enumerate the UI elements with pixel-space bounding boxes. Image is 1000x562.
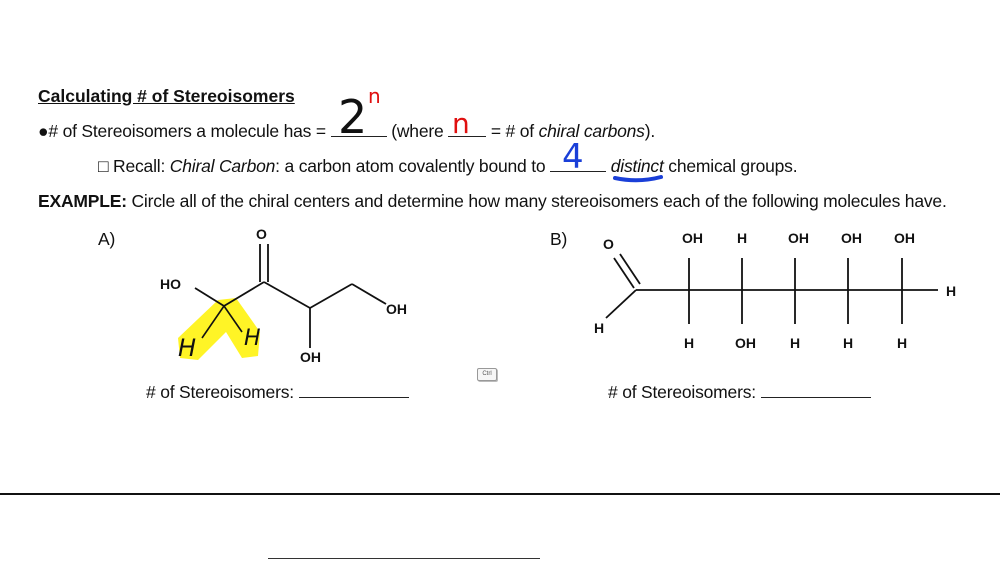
count-blank: [760, 383, 871, 398]
handwritten-n: n: [452, 107, 470, 140]
of-text: = # of: [486, 121, 539, 141]
handwritten-two: 2: [338, 90, 368, 144]
count-label: # of Stereoisomers:: [608, 382, 761, 402]
handwritten-h-left: H: [178, 334, 197, 362]
example-line: EXAMPLE: Circle all of the chiral center…: [38, 191, 947, 212]
count-blank: [298, 383, 409, 398]
recall-text: Recall:: [108, 156, 170, 176]
atom-o-top: O: [256, 226, 267, 242]
checkbox-glyph: □: [98, 156, 109, 176]
section-divider: [0, 493, 1000, 495]
stereoisomer-formula-line: ●# of Stereoisomers a molecule has = (wh…: [38, 121, 655, 142]
formula-text: # of Stereoisomers a molecule has =: [48, 121, 331, 141]
handwritten-four: 4: [562, 137, 584, 177]
groups-blank: [550, 157, 607, 172]
groups-text: chemical groups.: [663, 156, 798, 176]
top-substituent: OH: [682, 230, 703, 246]
bullet: ●: [38, 121, 49, 141]
highlight-mark: [178, 298, 260, 360]
molecule-b-count: # of Stereoisomers:: [608, 382, 871, 403]
molecule-a-structure: [178, 244, 387, 360]
where-text: (where: [386, 121, 449, 141]
definition-text: : a carbon atom covalently bound to: [275, 156, 551, 176]
top-substituent: OH: [841, 230, 862, 246]
bottom-line: [268, 558, 540, 559]
distinct-text: distinct: [610, 156, 664, 176]
atom-ho: HO: [160, 276, 181, 292]
atom-o-aldehyde: O: [603, 236, 614, 252]
page-title: Calculating # of Stereoisomers: [38, 86, 295, 106]
chiral-carbon-text: Chiral Carbon: [169, 156, 276, 176]
example-text: Circle all of the chiral centers and det…: [126, 191, 947, 211]
bottom-substituent: H: [790, 335, 801, 351]
bottom-substituent: H: [684, 335, 695, 351]
distinct-underline-mark: [613, 175, 663, 183]
bottom-substituent: OH: [735, 335, 756, 351]
example-label: EXAMPLE:: [38, 191, 127, 211]
recall-line: □ Recall: Chiral Carbon: a carbon atom c…: [98, 156, 798, 177]
molecule-a-count: # of Stereoisomers:: [146, 382, 409, 403]
top-substituent: OH: [788, 230, 809, 246]
top-substituent: H: [737, 230, 748, 246]
ctrl-paste-tag[interactable]: Ctrl: [477, 368, 497, 381]
handwritten-h-right: H: [244, 326, 261, 351]
bottom-substituent: H: [843, 335, 854, 351]
handwritten-exponent-n: n: [368, 84, 381, 108]
closing-text: ).: [644, 121, 656, 141]
molecule-a-label: A): [98, 229, 116, 249]
atom-h-aldehyde: H: [594, 320, 605, 336]
bottom-substituent: H: [897, 335, 908, 351]
atom-h-terminal: H: [946, 283, 957, 299]
chiral-carbons-text: chiral carbons: [538, 121, 645, 141]
molecule-b-structure: [605, 253, 938, 324]
top-substituent: OH: [894, 230, 915, 246]
n-blank: [448, 122, 487, 137]
atom-oh-right: OH: [386, 301, 407, 317]
atom-oh-bottom: OH: [300, 349, 321, 365]
molecule-b-label: B): [550, 229, 568, 249]
count-label: # of Stereoisomers:: [146, 382, 299, 402]
formula-blank: [330, 122, 387, 137]
